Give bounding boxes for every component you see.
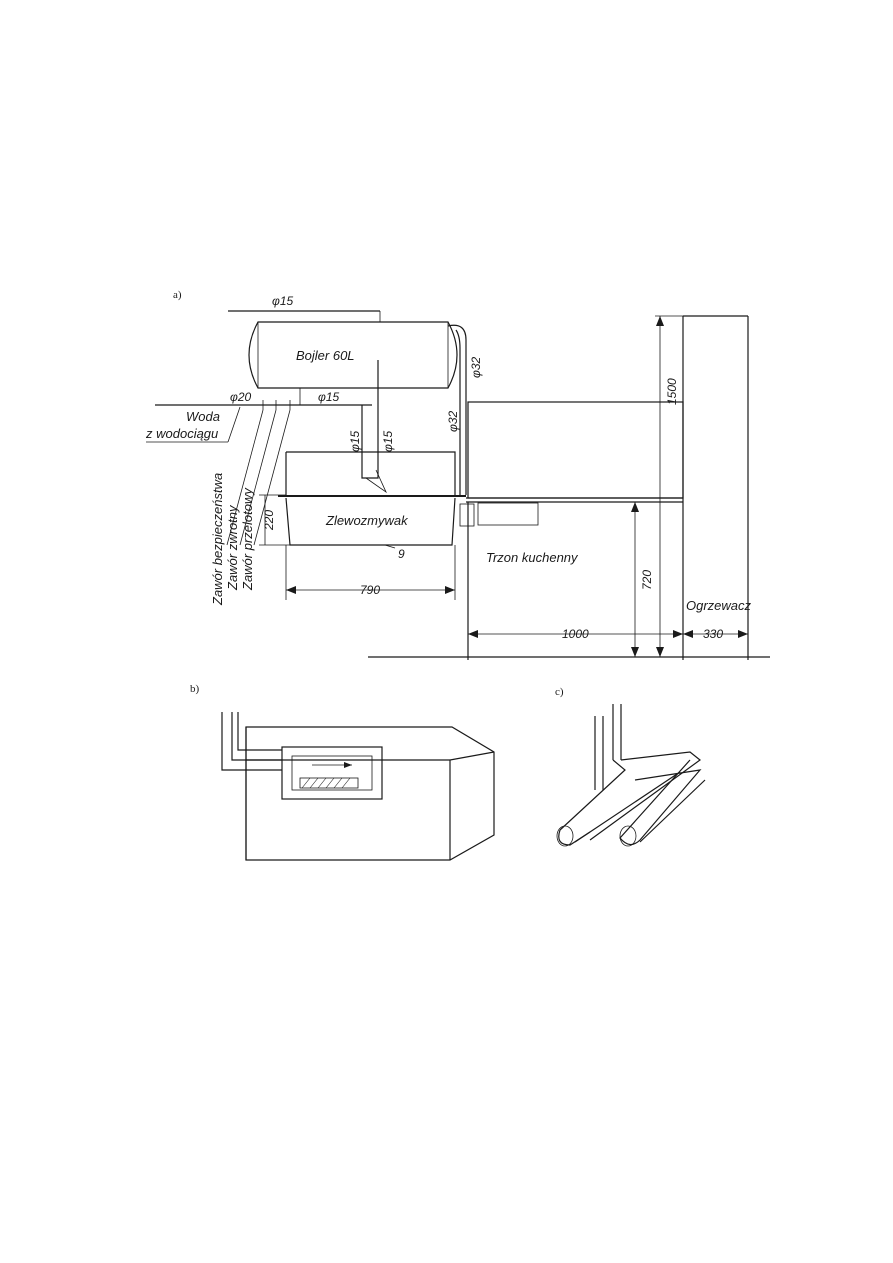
dim-stove-height: 720 (640, 570, 654, 590)
dim-sink-depth: 220 (262, 510, 276, 531)
stove-label: Trzon kuchenny (486, 550, 579, 565)
check-valve-label: Zawór zwrotny (225, 504, 240, 591)
panel-b: b) (190, 683, 495, 861)
stove (459, 401, 684, 660)
note-9: 9 (398, 547, 405, 561)
sink-label: Zlewozmywak (325, 513, 409, 528)
heater (682, 315, 749, 660)
dim-pipe-down1: φ15 (348, 430, 362, 452)
dim-heater-width: 330 (703, 627, 723, 641)
boiler (248, 321, 458, 389)
panel-c: c) (555, 686, 706, 847)
boiler-label: Bojler 60L (296, 348, 355, 363)
dim-pipe-down2: φ15 (381, 430, 395, 452)
panel-c-label: c) (555, 686, 564, 698)
water-supply-label-2: z wodociągu (145, 426, 218, 441)
dim-pipe-inlet: φ20 (230, 390, 252, 404)
riser-pipe (447, 324, 467, 495)
dim-total-height: 1500 (665, 378, 679, 405)
dim-stove-width: 1000 (562, 627, 589, 641)
shutoff-valve-label: Zawór przelotowy (240, 487, 255, 591)
water-supply-label-1: Woda (186, 409, 220, 424)
panel-a: Bojler 60L φ15 φ32 φ32 φ20 φ15 Woda z wo… (145, 289, 770, 660)
sink (278, 451, 466, 546)
heater-label: Ogrzewacz (686, 598, 752, 613)
panel-b-label: b) (190, 683, 200, 695)
dim-riser-outer: φ32 (469, 356, 483, 378)
dim-riser-inner: φ32 (446, 410, 460, 432)
safety-valve-label: Zawór bezpieczeństwa (210, 473, 225, 606)
dim-pipe-mid: φ15 (318, 390, 340, 404)
down-pipe (361, 360, 379, 479)
dim-pipe-top: φ15 (272, 294, 294, 308)
panel-a-label: a) (173, 289, 182, 301)
dim-sink-width: 790 (360, 583, 380, 597)
